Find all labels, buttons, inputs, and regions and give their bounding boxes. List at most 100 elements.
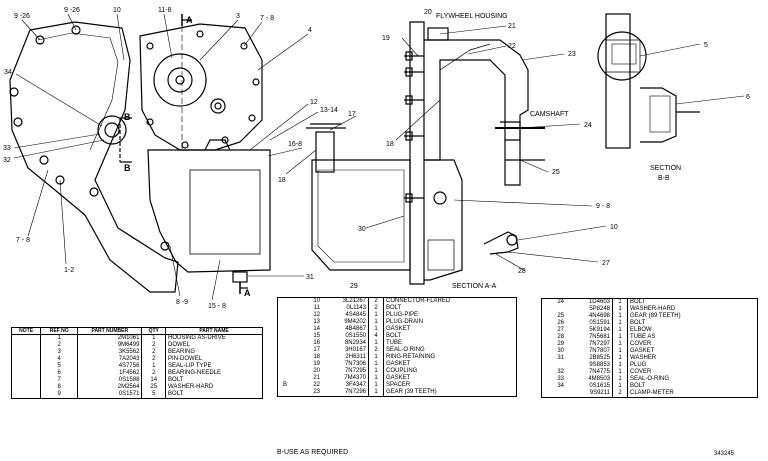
cell-qty: 2 [612,390,628,398]
cell-item: 25 [557,313,564,319]
cell-part: 3L21267 [322,297,369,305]
cell-name: GASKET [386,375,411,381]
callout-10: 10 [113,7,121,14]
cell-qty: 1 [612,320,628,327]
cell-name: COUPLING [386,368,418,374]
cell-item: 20 [313,368,320,374]
callout-13-14: 13-14 [320,107,338,114]
cell-qty: 2 [141,342,167,349]
cell-part: 0S1550 [322,333,369,340]
cell-item: 34 [557,383,564,389]
cell-ref: 8 [40,384,79,391]
callout-20: 20 [424,9,432,16]
cell-note [278,305,293,312]
drive-housing-front-view [9,14,271,294]
cell-qty: 1 [612,348,628,355]
cell-item: 27 [557,327,564,333]
section-b-b-title-1: SECTION [650,165,681,172]
cell-name: DOWEL [168,342,191,348]
cell-part: 7N7297 [566,341,613,348]
cell-item: 12 [313,312,320,318]
cell-item [542,306,567,313]
cell-note [11,377,42,384]
callout-21: 21 [508,23,516,30]
cell-note [11,334,42,342]
cell-part: 4N4698 [566,313,613,320]
cell-note [278,347,293,354]
callout-6: 6 [746,94,750,101]
callout-28: 28 [518,268,526,275]
cell-part: 2M2564 [77,384,143,391]
footnote: B-USE AS REQUIRED [277,449,349,456]
cell-note [278,340,293,347]
callout-33: 33 [3,145,11,152]
cell-qty: 2 [141,349,167,356]
cell-qty: 1 [612,383,628,390]
cell-name: CLAMP-METER [630,390,674,396]
cell-qty: 2 [141,370,167,377]
cell-part: 7N7296 [322,389,369,397]
cell-qty: 1 [368,368,384,375]
callout-17: 17 [348,111,356,118]
cell-name: GEAR (39 TEETH) [386,389,437,395]
cell-item: 30 [557,348,564,354]
cell-qty: 14 [141,377,167,384]
cell-item: 26 [557,320,564,326]
cell-name: WASHER-HARD [630,306,676,312]
cell-part: 7M4370 [322,375,369,382]
cell-part: 3K5562 [77,349,143,356]
cell-name: GASKET [386,326,411,332]
cell-part: 8N2934 [322,340,369,347]
cell-ref: 2 [40,342,79,349]
cell-qty: 1 [612,355,628,362]
cell-part: 7N7807 [566,348,613,355]
cell-item: 24 [557,299,564,305]
cell-item: 21 [313,375,320,381]
cell-name: PIN-DOWEL [168,356,203,362]
cell-item: 22 [313,382,320,388]
table-header-row: NOTE REF NO PART NUMBER QTY PART NAME [10,327,263,335]
cell-qty: 1 [368,354,384,361]
cell-ref: 1 [40,334,79,342]
section-a-marker-top: A [186,15,193,25]
cell-part: 0L1143 [322,305,369,312]
callout-30: 30 [358,226,366,233]
cell-item: 29 [557,341,564,347]
cell-qty: 1 [612,376,628,383]
cell-name: PLUG-DRAIN [386,319,424,325]
callout-32: 32 [3,157,11,164]
cell-name: COVER [630,341,652,347]
cell-name: GASKET [630,348,655,354]
callout-27: 27 [602,260,610,267]
col-qty: QTY [141,327,167,335]
cell-part: 1F4562 [77,370,143,377]
cell-part: 4M8503 [566,376,613,383]
cell-name: TUBE [386,340,403,346]
callout-4: 4 [308,27,312,34]
cell-name: BOLT [386,305,402,311]
cell-item: 33 [557,376,564,382]
cell-part: 5K9194 [566,327,613,334]
cell-note [278,298,293,306]
camshaft-title: CAMSHAFT [530,111,569,118]
col-note: NOTE [10,327,42,335]
callout-10-right: 10 [610,224,618,231]
cell-part: 9S8853 [566,362,613,369]
cell-name: WASHER [630,355,657,361]
cell-part: 4B4867 [322,326,369,333]
cell-part: 5P8248 [566,306,613,313]
cell-item: 19 [313,361,320,367]
cell-name: SPACER [386,382,411,388]
cell-part: 3H0167 [322,347,369,354]
